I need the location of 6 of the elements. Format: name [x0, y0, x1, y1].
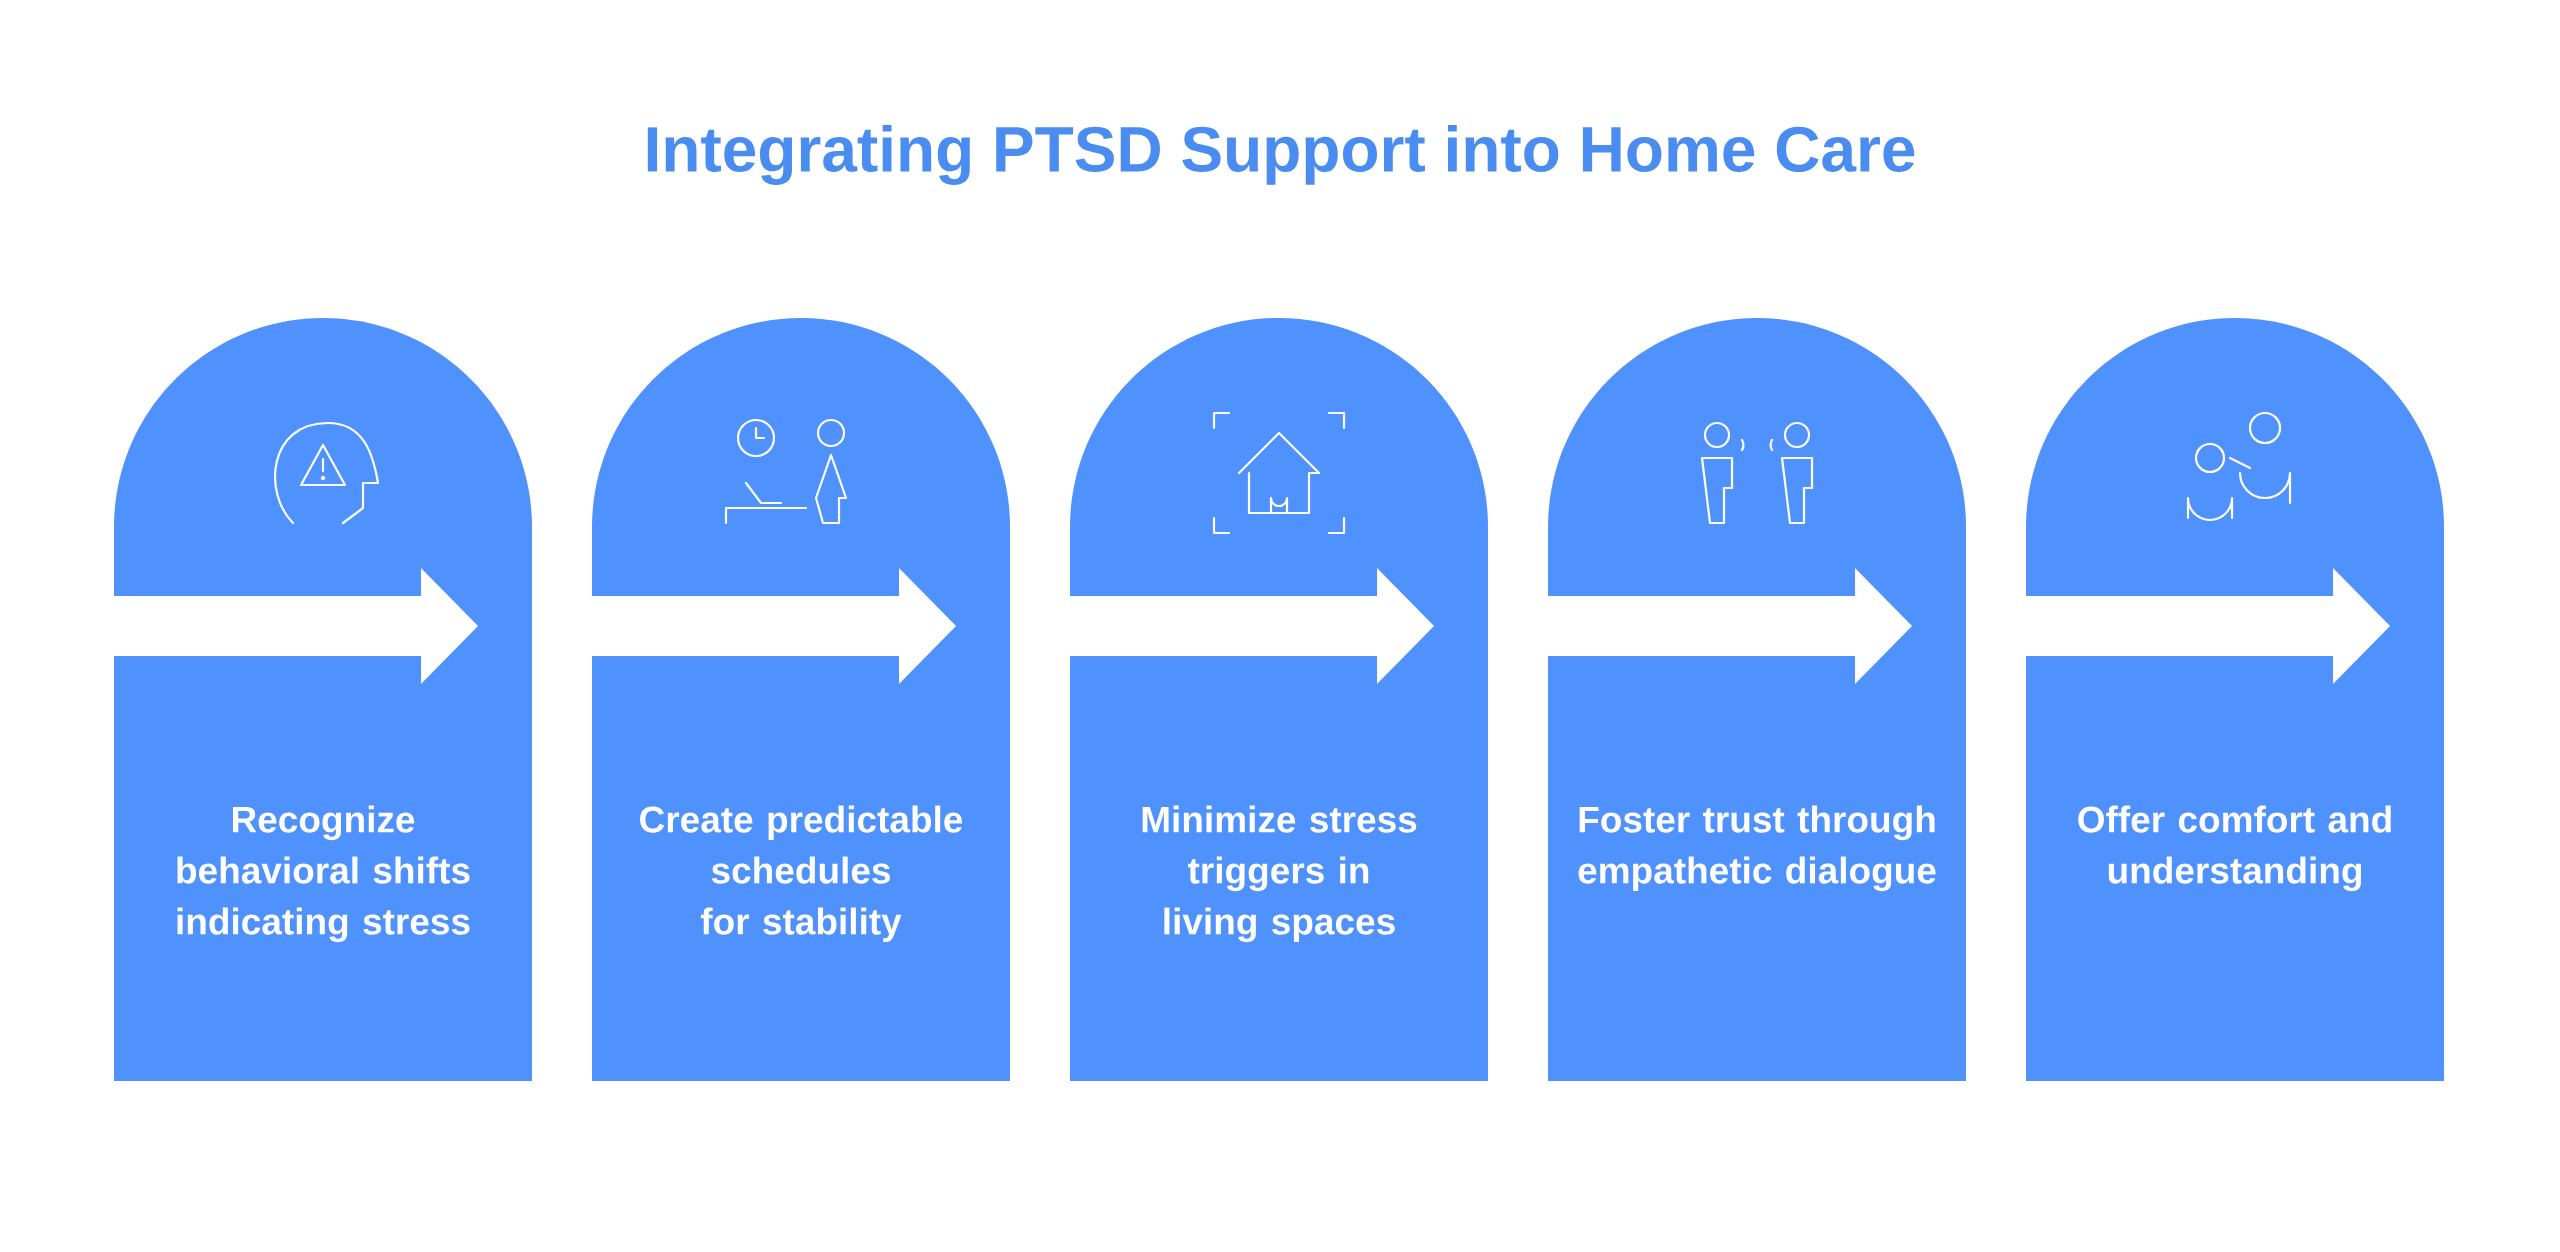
step-card: Create predictable schedules for stability — [592, 318, 1010, 1081]
step-card: Offer comfort and understanding — [2026, 318, 2444, 1081]
title: Integrating PTSD Support into Home Care — [647, 125, 1915, 185]
step-card: Minimize stress triggers in living spaces — [1070, 318, 1488, 1081]
step-card: Recognize behavioral shifts indicating stress — [114, 318, 532, 1081]
step-card: Foster trust through empathetic dialogue — [1548, 318, 1966, 1081]
